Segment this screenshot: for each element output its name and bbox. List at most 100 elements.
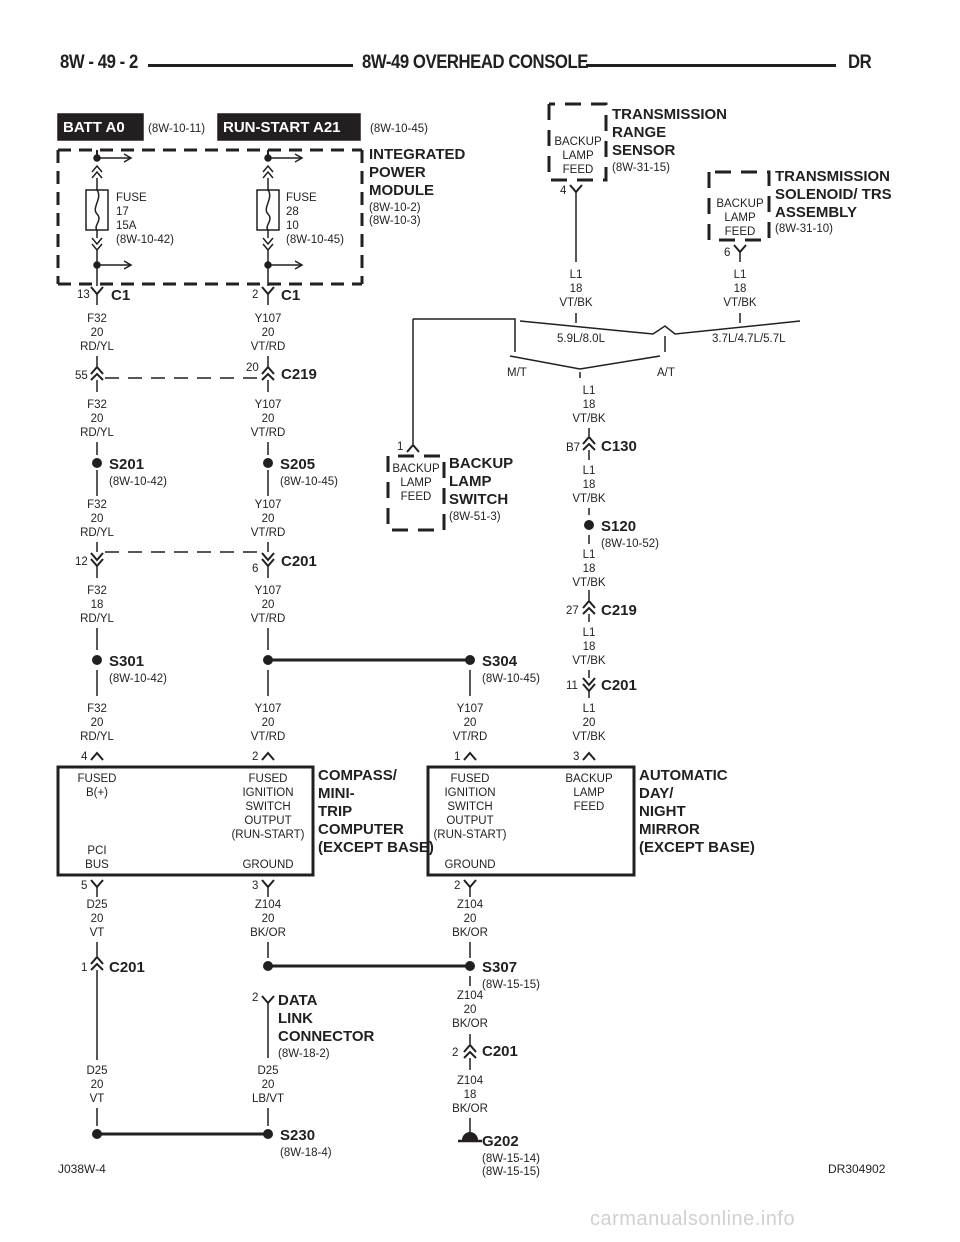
mirror-name: (EXCEPT BASE) [639,839,755,856]
splice-dot-node [263,655,273,665]
ipm-name-1: INTEGRATED [369,146,466,163]
pin-label: 11 [566,680,578,692]
compass-fused-b: FUSED [78,773,117,785]
wire-gauge: 20 [91,1079,104,1091]
wire-gauge: 20 [262,327,275,339]
wire-color: VT/BK [572,731,606,743]
trs-box-text: BACKUP [554,136,602,148]
mirror-fused-ign: FUSED [451,773,490,785]
batt-ref: (8W-10-11) [148,123,205,135]
page-number: 8W - 49 - 2 [60,52,138,73]
wire-color: BK/OR [452,927,488,939]
connector-c201: C201 [281,553,317,570]
mirror-name: MIRROR [639,821,700,838]
batt-box [57,113,144,141]
wire-code: F32 [87,585,107,597]
bls-ref: (8W-51-3) [449,511,501,523]
pin-label: 1 [81,962,87,974]
bls-box-text: FEED [401,491,432,503]
dlc-name: DATA [278,992,318,1009]
pin-label: 1 [454,751,460,763]
dlc-ref: (8W-18-2) [278,1048,330,1060]
wire-gauge: 18 [583,641,596,653]
tsa-name: SOLENOID/ TRS [775,186,892,203]
wire-color: VT/RD [453,731,488,743]
wire-code: Y107 [255,313,282,325]
wire-gauge: 20 [91,913,104,925]
wire-gauge: 18 [734,283,747,295]
wire-code: Y107 [255,585,282,597]
tsa-box-text: BACKUP [716,198,764,210]
wire-color: VT [90,1093,105,1105]
wire-color: LB/VT [252,1093,284,1105]
wire-color: RD/YL [80,341,114,353]
connector-c130: C130 [601,438,637,455]
compass-fused-ign: OUTPUT [244,815,291,827]
pin-label: 6 [724,247,730,259]
option-at: A/T [657,367,675,379]
wire-color: VT/BK [572,655,606,667]
splice-s205: S205 [280,456,315,473]
trs-box-text: LAMP [562,150,594,162]
fuse17-line1: FUSE [116,192,147,204]
compass-ground: GROUND [242,859,293,871]
wire-gauge: 20 [91,513,104,525]
wire-code: Z104 [255,899,282,911]
wire-color: VT/RD [251,341,286,353]
pin-label: 6 [252,563,258,575]
wire-color: BK/OR [452,1103,488,1115]
pin-label: 55 [75,370,88,382]
wire-code: F32 [87,399,107,411]
wire-code: D25 [86,1065,107,1077]
splice-s304-ref: (8W-10-45) [482,673,540,685]
ground-g202-ref: (8W-15-15) [482,1166,540,1178]
bls-name: BACKUP [449,455,513,472]
wire-color: VT/RD [251,527,286,539]
splice-s230: S230 [280,1127,315,1144]
connector-c201-ground: C201 [482,1043,518,1060]
wire-code: L1 [583,385,596,397]
wire-color: VT/BK [572,577,606,589]
wire-gauge: 20 [262,717,275,729]
wire-color: VT [90,927,105,939]
splice-dot-node [263,961,273,971]
pin-label: 3 [573,751,579,763]
connector-c201-lower: C201 [109,959,145,976]
ipm-outline [56,148,364,286]
page-title: 8W-49 OVERHEAD CONSOLE [362,52,588,73]
pin-label: 2 [252,289,258,301]
fuse28-line3: 10 [286,220,299,232]
fuse17-ref: (8W-10-42) [116,234,174,246]
splice-s201: S201 [109,456,144,473]
mirror-backup: BACKUP [565,773,613,785]
ipm-name-3: MODULE [369,182,434,199]
wire-gauge: 18 [583,399,596,411]
wire-gauge: 18 [91,599,104,611]
splice-s201-ref: (8W-10-42) [109,476,167,488]
compass-name: TRIP [318,803,352,820]
section-code: DR [848,52,872,73]
wire-gauge: 18 [570,283,583,295]
wire-gauge: 20 [583,717,596,729]
option-mt: M/T [507,367,527,379]
connector-c1-left: C1 [111,287,130,304]
wire-code: L1 [734,269,747,281]
wire-code: L1 [583,465,596,477]
wire-color: RD/YL [80,427,114,439]
trs-box-text: FEED [563,164,594,176]
compass-fused-ign: IGNITION [242,787,293,799]
mirror-fused-ign: (RUN-START) [433,829,506,841]
wire-color: RD/YL [80,613,114,625]
mirror-name: DAY/ [639,785,674,802]
compass-name: (EXCEPT BASE) [318,839,434,856]
compass-name: MINI- [318,785,355,802]
wire-gauge: 20 [464,913,477,925]
run-box [217,113,361,141]
connector-c219-right: C219 [601,602,637,619]
ipm-name-2: POWER [369,164,426,181]
option-engine-a: 5.9L/8.0L [557,333,606,345]
option-engine-b: 3.7L/4.7L/5.7L [712,333,786,345]
wire-color: VT/RD [251,613,286,625]
ground-g202: G202 [482,1133,519,1150]
compass-fused-ign: FUSED [249,773,288,785]
